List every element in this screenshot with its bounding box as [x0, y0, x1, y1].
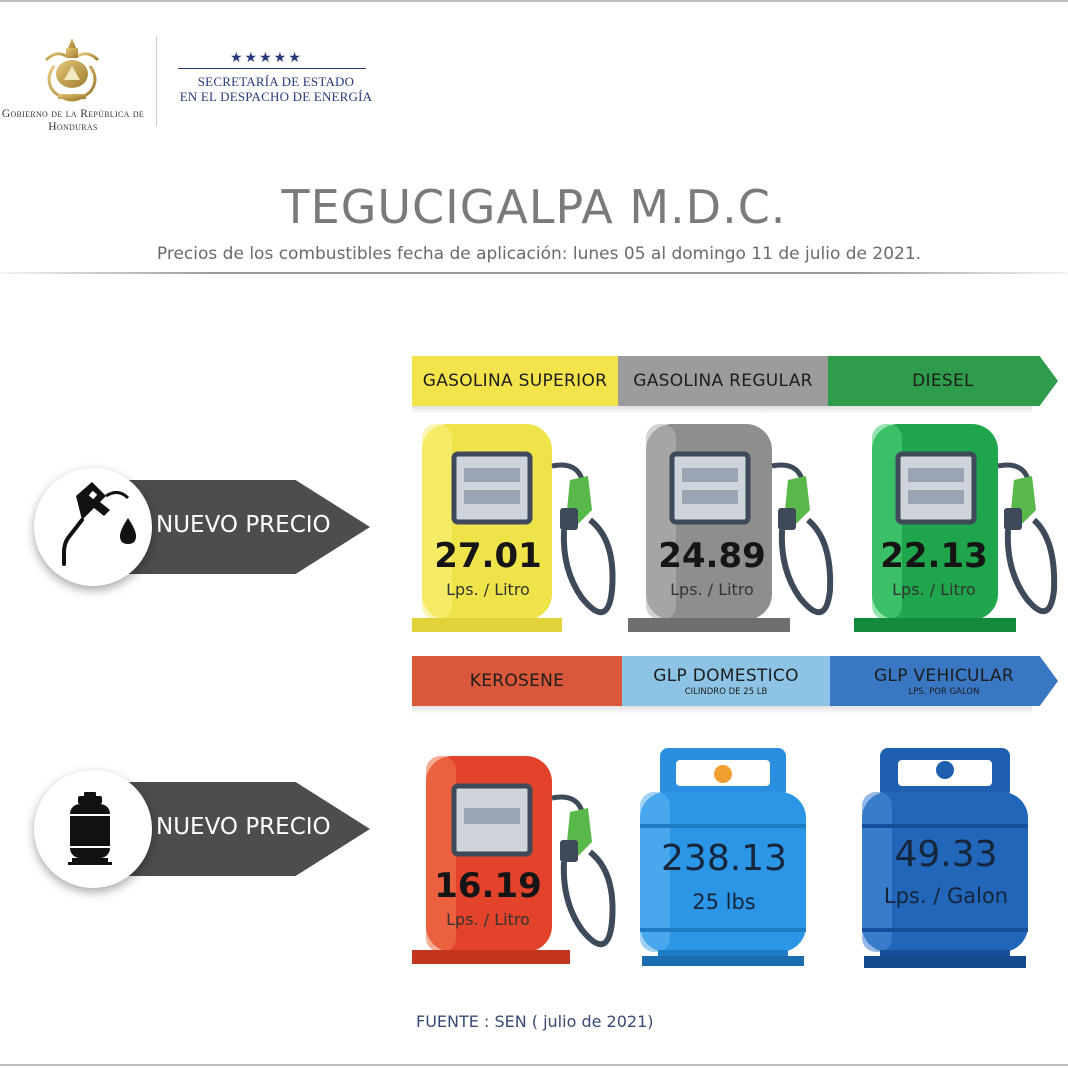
banner-diesel: DIESEL [828, 356, 1058, 406]
badge-label: NUEVO PRECIO [156, 512, 331, 538]
banner-label: GLP VEHICULAR [874, 665, 1014, 686]
top-border [0, 0, 1068, 2]
header-divider [156, 36, 157, 126]
pump-gasolina-regular-icon [626, 420, 836, 636]
price-gasolina-superior: 27.01 [434, 536, 542, 576]
banner-note: LPS. POR GALON [908, 686, 980, 697]
unit-kerosene: Lps. / Litro [446, 910, 530, 929]
gas-cylinder-icon [68, 792, 112, 865]
government-name: Gobierno de la República de Honduras [1, 108, 145, 133]
new-price-badge-gas: NUEVO PRECIO [0, 770, 400, 900]
stars-decoration: ★★★★★ [230, 50, 303, 66]
price-glp-domestico: 238.13 [661, 838, 787, 879]
fuel-nozzle-icon [62, 482, 136, 566]
badge-circle [34, 770, 152, 888]
banner-glp-domestico: GLP DOMESTICO CILINDRO DE 25 LB [622, 656, 830, 706]
unit-diesel: Lps. / Litro [892, 580, 976, 599]
unit-glp-vehicular: Lps. / Galon [883, 884, 1009, 908]
banner-label: GASOLINA SUPERIOR [422, 371, 608, 391]
ministry-line-1: SECRETARÍA DE ESTADO [197, 74, 355, 89]
banner-shadow [412, 406, 1032, 414]
coat-of-arms-icon [40, 30, 104, 104]
bottom-border [0, 1064, 1068, 1066]
banner-glp-vehicular: GLP VEHICULAR LPS. POR GALON [830, 656, 1058, 706]
price-glp-vehicular: 49.33 [894, 834, 998, 875]
price-kerosene: 16.19 [434, 866, 542, 906]
gas-cylinder-vehicular-icon [858, 748, 1034, 970]
banner-label: GASOLINA REGULAR [633, 371, 813, 391]
title-divider [0, 272, 1068, 274]
price-diesel: 22.13 [880, 536, 988, 576]
unit-gasolina-regular: Lps. / Litro [670, 580, 754, 599]
fuel-banner-row-2: KEROSENE GLP DOMESTICO CILINDRO DE 25 LB… [412, 656, 1058, 706]
banner-shadow [412, 706, 1032, 714]
page-title: TEGUCIGALPA M.D.C. [281, 180, 787, 234]
page-subtitle: Precios de los combustibles fecha de apl… [156, 244, 922, 264]
banner-kerosene: KEROSENE [412, 656, 622, 706]
ministry-name: SECRETARÍA DE ESTADO EN EL DESPACHO DE E… [166, 74, 386, 104]
pump-kerosene-icon [412, 752, 622, 968]
banner-label: DIESEL [912, 371, 974, 391]
price-gasolina-regular: 24.89 [658, 536, 766, 576]
banner-label: GLP DOMESTICO [653, 665, 799, 686]
banner-gasolina-regular: GASOLINA REGULAR [618, 356, 828, 406]
pump-diesel-icon [852, 420, 1062, 636]
source-footer: FUENTE : SEN ( julio de 2021) [416, 1012, 654, 1031]
ministry-line-2: EN EL DESPACHO DE ENERGÍA [179, 89, 373, 104]
ministry-rule [178, 68, 366, 69]
new-price-badge-liquid: NUEVO PRECIO [0, 468, 400, 598]
unit-gasolina-superior: Lps. / Litro [446, 580, 530, 599]
unit-glp-domestico: 25 lbs [692, 890, 756, 914]
fuel-banner-row-1: GASOLINA SUPERIOR GASOLINA REGULAR DIESE… [412, 356, 1058, 406]
banner-gasolina-superior: GASOLINA SUPERIOR [412, 356, 618, 406]
banner-label: KEROSENE [469, 671, 565, 691]
gas-cylinder-domestico-icon [636, 748, 812, 970]
badge-label: NUEVO PRECIO [156, 814, 331, 840]
pump-gasolina-superior-icon [412, 420, 622, 636]
banner-note: CILINDRO DE 25 LB [684, 686, 768, 697]
badge-circle [34, 468, 152, 586]
